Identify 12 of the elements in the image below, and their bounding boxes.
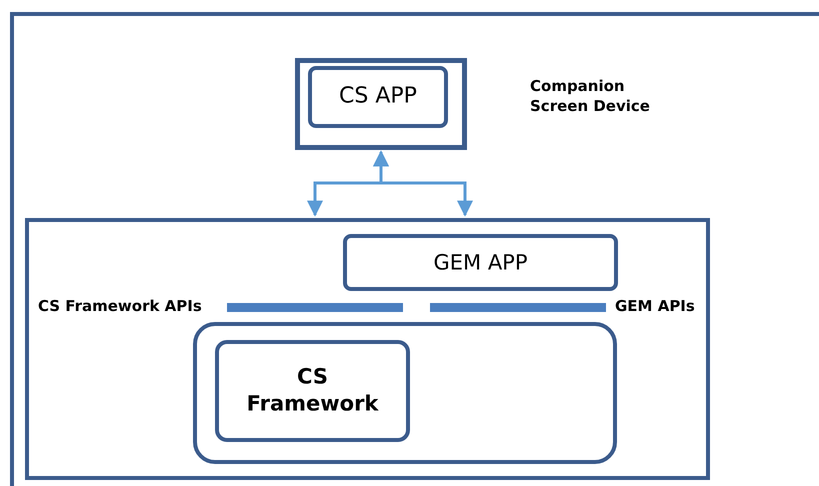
api-label: GEM APIs	[615, 297, 695, 315]
frame-box	[25, 218, 710, 480]
box-label: CS Framework	[246, 364, 380, 418]
component-box	[343, 234, 618, 291]
device-label: Companion Screen Device	[530, 77, 651, 116]
component-box	[308, 66, 448, 128]
box-label: CS APP	[338, 82, 418, 111]
frame-box	[193, 322, 617, 464]
component-box	[215, 340, 410, 442]
box-label: GEM APP	[432, 248, 529, 276]
arrow	[373, 150, 473, 217]
api-label: CS Framework APIs	[38, 297, 202, 315]
